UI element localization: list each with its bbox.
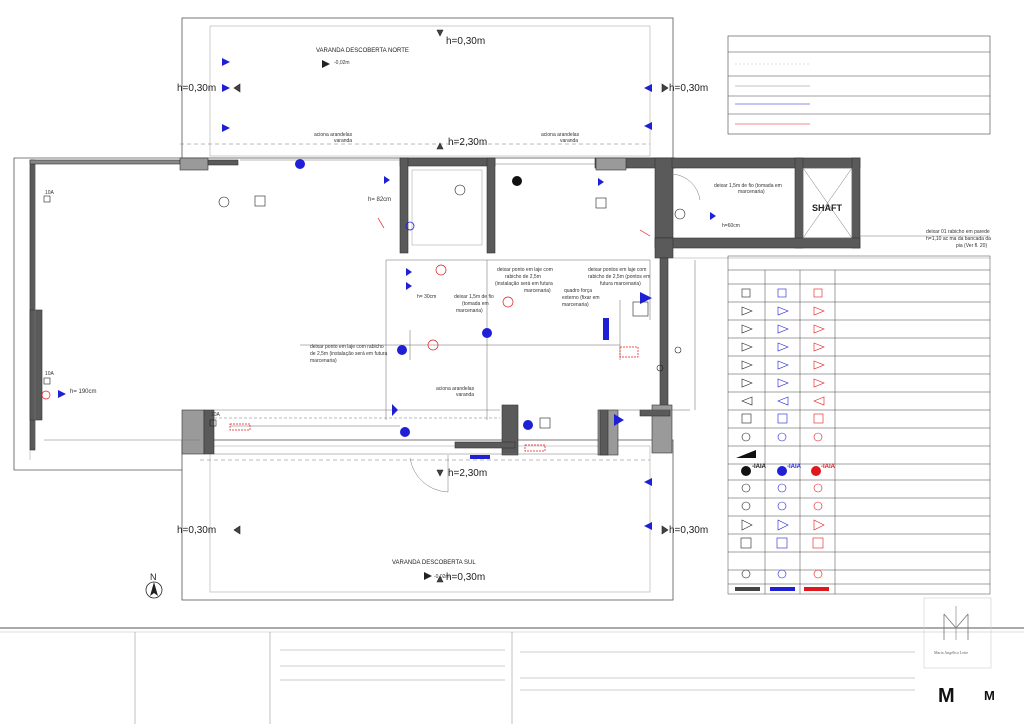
note-quadro-3: marcenaria)	[562, 302, 589, 308]
interior-lines	[34, 143, 990, 493]
note-ponto-left-3: marcenaria)	[310, 358, 337, 364]
note-ponto-laje-3: (instalação será em futura	[495, 281, 553, 287]
black-symbols	[43, 29, 686, 583]
legend-symbols-black	[740, 288, 753, 579]
legend-tag-black: -IAIA	[752, 464, 767, 470]
note-rabicho-2: h=1,10 ac ma da bancada da	[926, 236, 991, 242]
shaft-label: SHAFT	[812, 203, 842, 213]
height-kitchen: h= 30cm	[417, 294, 436, 300]
level-north-label: -0,02m	[334, 60, 350, 66]
height-north-top: h=0,30m	[446, 36, 485, 47]
room-south-label: VARANDA DESCOBERTA SUL	[392, 560, 476, 566]
note-rabicho: deixar 01 rabicho em parede	[926, 229, 990, 235]
title-block	[0, 597, 1024, 724]
line-legend-table	[727, 35, 991, 135]
symbol-legend-table	[727, 255, 991, 595]
note-fio-mid: deixar 1,5m de fio	[454, 294, 494, 300]
ceiling-light-points	[295, 159, 533, 437]
note-pontos-laje-2: rabicho de 2,5m (pontos em	[588, 274, 650, 280]
note-aciona-lower-2: varanda	[456, 392, 474, 398]
note-ponto-laje-2: rabicho de 2,5m	[505, 274, 541, 280]
note-aciona-lower: aciona arandelas	[436, 386, 475, 392]
note-aciona-left: aciona arandelas	[314, 132, 353, 138]
amp-label-2: 10A	[45, 371, 55, 377]
logo-small-m: M	[984, 688, 995, 703]
height-right-upper: h=0,30m	[669, 83, 708, 94]
note-aciona-right: aciona arandelas	[541, 132, 580, 138]
logo-big-m: M	[938, 685, 955, 707]
height-left-lower: h=0,30m	[177, 525, 216, 536]
note-quadro-2: externo (fixar em	[562, 295, 600, 301]
pendant-point	[512, 176, 522, 186]
red-outlets	[41, 217, 651, 452]
height-left-wall: h= 190cm	[70, 389, 97, 395]
height-right-lower: h=0,30m	[669, 525, 708, 536]
note-pontos-laje: deixar pontos em laje com	[588, 267, 646, 273]
legend-tag-blue: -IAIA	[787, 464, 802, 470]
note-aciona-right-2: varanda	[560, 138, 578, 144]
note-rabicho-3: pia (Ver fl. 20)	[956, 243, 987, 249]
note-pontos-laje-3: futura marcenaria)	[600, 281, 641, 287]
note-deixar-fio-laundry: deixar 1,5m de fio (tomada em	[714, 183, 782, 189]
plan-notes: aciona arandelas varanda aciona arandela…	[45, 132, 991, 418]
amp-label-3: 10A	[211, 412, 221, 418]
level-markers	[322, 60, 432, 580]
height-center-lower: h=2,30m	[448, 468, 487, 479]
note-ponto-left-2: de 2,5m (instalação será em futura	[310, 351, 387, 357]
studio-logo: Maria Angélica Leite	[934, 606, 969, 655]
legend-tag-red: -IAIA	[821, 464, 836, 470]
note-ponto-left: deixar ponto em laje com rabicho	[310, 344, 384, 350]
switch-markers	[58, 58, 716, 530]
legend-pendant-row: -IAIA -IAIA -IAIA	[736, 450, 836, 476]
note-quadro: quadro força	[564, 288, 592, 294]
compass-label: N	[150, 572, 157, 582]
logo-signature: Maria Angélica Leite	[934, 650, 968, 655]
height-left-upper: h=0,30m	[177, 83, 216, 94]
height-wc-switch: h= 82cm	[368, 197, 391, 203]
height-south-bottom: h=0,30m	[446, 572, 485, 583]
height-center-upper: h=2,30m	[448, 137, 487, 148]
amp-label-1: 10A	[45, 190, 55, 196]
note-aciona-left-2: varanda	[334, 138, 352, 144]
note-ponto-laje: deixar ponto em laje com	[497, 267, 553, 273]
balcony-outlines	[13, 17, 674, 601]
north-compass: N	[145, 572, 163, 599]
legend-symbols-blue	[776, 288, 789, 579]
legend-symbols-red	[812, 288, 825, 579]
note-fio-mid-3: marcenaria)	[456, 308, 483, 314]
note-deixar-fio-laundry-2: marcenaria)	[738, 189, 765, 195]
legend-color-swatches	[735, 587, 829, 591]
note-fio-mid-2: (tomada em	[462, 301, 489, 307]
room-north-label: VARANDA DESCOBERTA NORTE	[316, 48, 409, 54]
apartment-walls	[29, 157, 861, 456]
note-ponto-laje-4: marcenaria)	[524, 288, 551, 294]
height-laundry: h=60cm	[722, 223, 740, 229]
level-south-label: -0,02m	[434, 574, 450, 580]
